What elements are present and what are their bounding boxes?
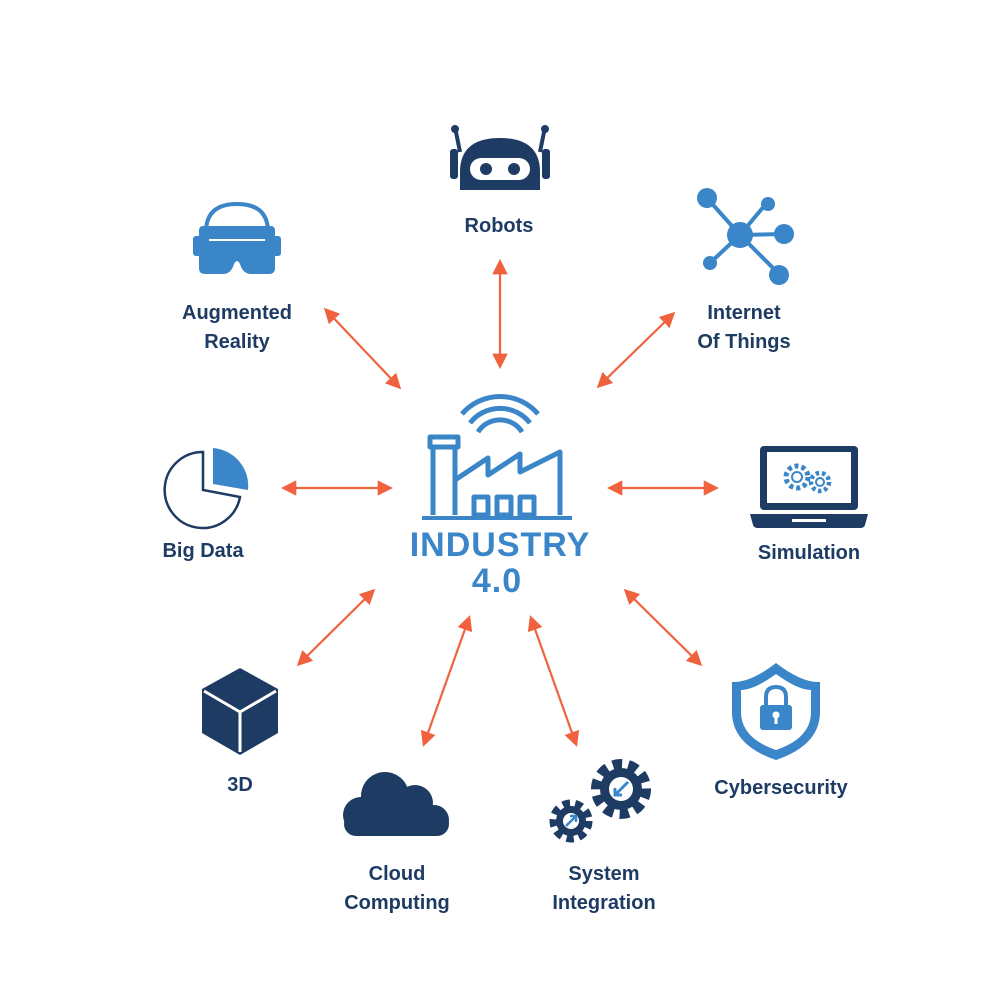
network-nodes-icon xyxy=(697,188,794,285)
sysint-label-line2: Integration xyxy=(552,892,655,914)
arrow-iot xyxy=(596,311,676,389)
laptop-gears-icon xyxy=(750,446,868,528)
ar-label-line2: Reality xyxy=(204,331,270,353)
bigdata-label: Big Data xyxy=(162,540,244,562)
threed-label: 3D xyxy=(227,774,253,796)
robot-icon xyxy=(450,125,550,190)
center-title: INDUSTRY xyxy=(410,526,591,564)
cloud-icon xyxy=(343,772,449,836)
arrow-cloud xyxy=(420,615,473,747)
arrow-3d xyxy=(296,588,376,667)
simulation-label: Simulation xyxy=(758,542,860,564)
connection-arrows xyxy=(280,258,720,747)
center-version: 4.0 xyxy=(472,562,522,600)
sysint-label-line1: System xyxy=(568,863,639,885)
cyber-label: Cybersecurity xyxy=(714,777,848,799)
smart-factory-icon xyxy=(422,394,572,520)
robots-label: Robots xyxy=(465,215,534,237)
shield-lock-icon xyxy=(732,663,820,760)
gears-icon xyxy=(549,759,651,843)
iot-label-line2: Of Things xyxy=(697,331,790,353)
cube-icon xyxy=(202,668,278,755)
iot-label-line1: Internet xyxy=(707,302,781,324)
arrow-ar xyxy=(323,307,402,390)
arrow-cyber xyxy=(623,588,703,667)
cloud-label-line2: Computing xyxy=(344,892,450,914)
vr-headset-icon xyxy=(193,201,281,274)
arrow-sysint xyxy=(527,615,580,747)
pie-chart-icon xyxy=(163,448,249,530)
cloud-label-line1: Cloud xyxy=(369,863,426,885)
ar-label-line1: Augmented xyxy=(182,302,292,324)
